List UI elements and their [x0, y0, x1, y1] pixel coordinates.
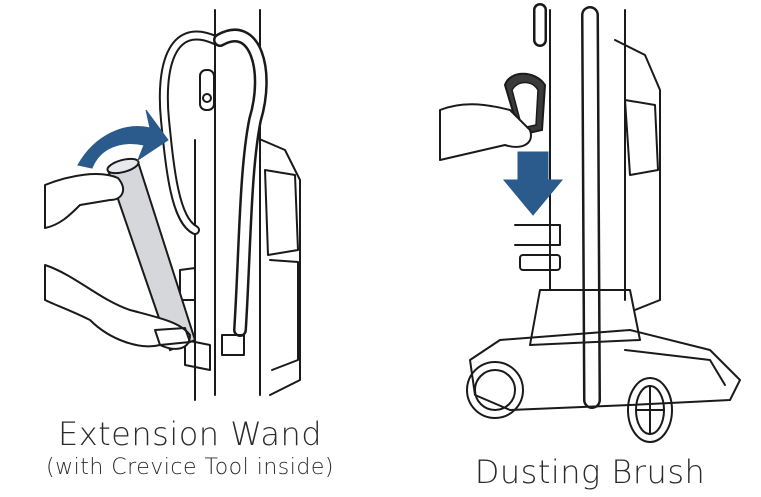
curved-arrow-icon — [77, 109, 169, 169]
dusting-brush-illustration — [439, 3, 741, 443]
dusting-brush-title: Dusting Brush — [474, 453, 706, 491]
extension-wand-illustration — [44, 9, 301, 401]
dusting-brush — [503, 72, 547, 137]
down-arrow-icon — [502, 151, 564, 216]
extension-wand-title: Extension Wand — [57, 415, 323, 453]
dusting-brush-panel — [380, 0, 761, 497]
extension-wand-subtitle: (with Crevice Tool inside) — [46, 455, 334, 480]
extension-wand — [106, 157, 197, 352]
extension-wand-panel — [0, 0, 380, 497]
